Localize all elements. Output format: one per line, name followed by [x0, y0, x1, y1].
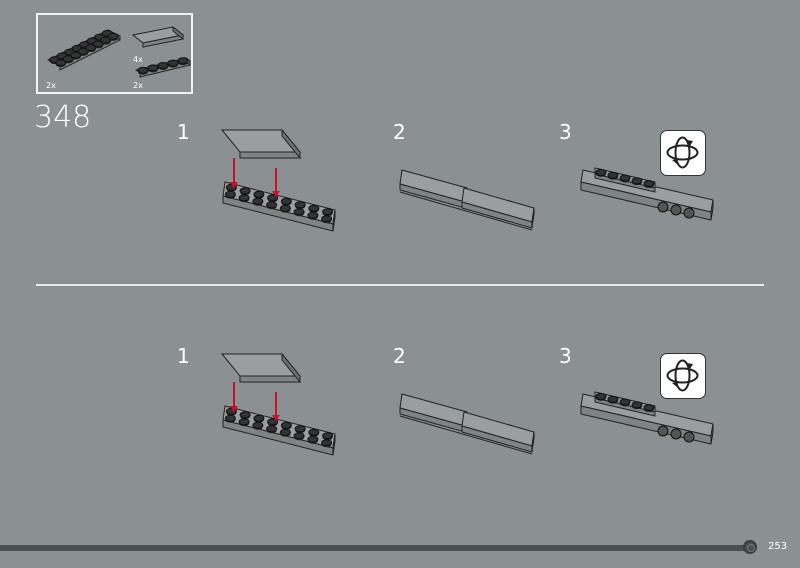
- stud: [619, 398, 631, 406]
- stud: [239, 411, 251, 419]
- substep-number: 2: [393, 344, 406, 368]
- stud: [238, 418, 250, 426]
- stud: [280, 197, 292, 205]
- stud: [224, 190, 236, 198]
- parts-list-box: [36, 13, 193, 94]
- plate-under: [399, 415, 533, 455]
- stud: [238, 194, 250, 202]
- plate-2x8-side: [332, 433, 336, 456]
- stud: [322, 432, 334, 440]
- substep-number: 3: [559, 120, 572, 144]
- red-arrow-head: [230, 406, 238, 412]
- plate-2x8-side: [332, 209, 336, 232]
- plate-assembly-side: [710, 423, 714, 445]
- stud: [267, 194, 279, 202]
- stud: [294, 201, 306, 209]
- red-arrow-head: [272, 191, 280, 197]
- stud: [607, 171, 619, 179]
- tile-side: [281, 128, 301, 160]
- tile-2x4-side: [172, 25, 184, 41]
- stud: [293, 208, 305, 216]
- open-stud: [657, 425, 669, 437]
- stud: [308, 204, 320, 212]
- stud: [307, 211, 319, 219]
- stud: [643, 404, 655, 412]
- substep-number: 3: [559, 344, 572, 368]
- stud: [279, 204, 291, 212]
- substep-number: 1: [177, 120, 190, 144]
- stud: [266, 201, 278, 209]
- red-arrow-head: [272, 415, 280, 421]
- progress-knob-icon: [743, 540, 757, 554]
- stud: [253, 190, 265, 198]
- page-number: 253: [768, 541, 788, 552]
- open-stud: [670, 428, 682, 440]
- stud: [157, 62, 169, 69]
- stud: [239, 187, 251, 195]
- substep-number: 1: [177, 344, 190, 368]
- stud: [321, 439, 333, 447]
- stud: [252, 421, 264, 429]
- stud: [322, 208, 334, 216]
- stud: [631, 401, 643, 409]
- open-stud: [683, 207, 695, 219]
- tile-front: [239, 151, 301, 159]
- part-qty: 2x: [46, 81, 56, 90]
- stud: [177, 57, 189, 65]
- stud: [307, 435, 319, 443]
- rotate-model-icon: [660, 130, 706, 176]
- stud: [137, 66, 149, 74]
- open-stud: [670, 204, 682, 216]
- plate-under: [399, 191, 533, 231]
- stud: [147, 64, 159, 72]
- stud: [280, 421, 292, 429]
- stud: [643, 180, 655, 188]
- plate-assembly-side: [710, 199, 714, 221]
- stud: [294, 425, 306, 433]
- tile-side: [531, 207, 535, 229]
- part-qty: 2x: [133, 81, 143, 90]
- progress-bar: [0, 545, 752, 551]
- stud: [267, 418, 279, 426]
- stud: [252, 197, 264, 205]
- tile-front: [239, 375, 301, 383]
- stud: [167, 59, 179, 67]
- tile-side: [281, 352, 301, 384]
- row-divider: [36, 284, 764, 286]
- stud: [293, 432, 305, 440]
- substep-number: 2: [393, 120, 406, 144]
- tile-side: [531, 431, 535, 453]
- part-qty: 4x: [133, 55, 143, 64]
- stud: [321, 215, 333, 223]
- stud: [308, 428, 320, 436]
- stud: [266, 425, 278, 433]
- stud: [631, 177, 643, 185]
- open-stud: [657, 201, 669, 213]
- stud: [253, 414, 265, 422]
- stud: [107, 32, 119, 40]
- stud: [595, 392, 607, 400]
- stud: [619, 174, 631, 182]
- stud: [607, 395, 619, 403]
- step-number: 348: [34, 100, 92, 135]
- red-arrow-head: [230, 182, 238, 188]
- rotate-model-icon: [660, 353, 706, 399]
- stud: [279, 428, 291, 436]
- open-stud: [683, 431, 695, 443]
- stud: [595, 168, 607, 176]
- stud: [224, 414, 236, 422]
